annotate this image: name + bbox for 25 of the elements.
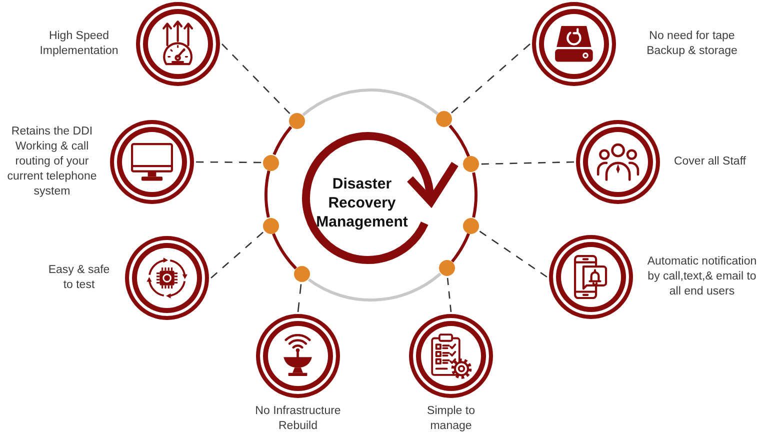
dashed-connector <box>451 44 530 114</box>
feature-label: High Speed Implementation <box>38 29 120 59</box>
ring-arc <box>448 124 470 157</box>
ring-arc <box>264 170 270 218</box>
dashed-connector <box>196 161 262 164</box>
dashed-connector <box>210 232 264 278</box>
ring-arc <box>272 126 292 156</box>
feature-label: Retains the DDI Working & call routing of your current telephone system <box>6 124 98 200</box>
ring-arc <box>450 233 470 262</box>
ring-arc <box>308 272 442 302</box>
dashed-connector <box>446 278 452 312</box>
dashed-connector <box>222 44 290 114</box>
center-title: Disaster Recovery Management <box>316 174 408 232</box>
feature-label: No Infrastructure Rebuild <box>254 404 342 434</box>
ring-arc <box>472 172 478 218</box>
feature-label: Cover all Staff <box>672 154 747 170</box>
feature-label: Easy & safe to test <box>47 263 111 293</box>
feature-label: Automatic notification by call,text,& email to all end users <box>646 254 758 300</box>
dashed-connector <box>481 161 574 165</box>
dashed-connector <box>297 284 302 312</box>
dashed-connector <box>479 230 548 278</box>
ring-arc <box>302 88 438 116</box>
feature-label: Simple to manage <box>426 404 476 434</box>
feature-label: No need for tape Backup & storage <box>646 29 738 59</box>
ring-arc <box>272 233 298 270</box>
